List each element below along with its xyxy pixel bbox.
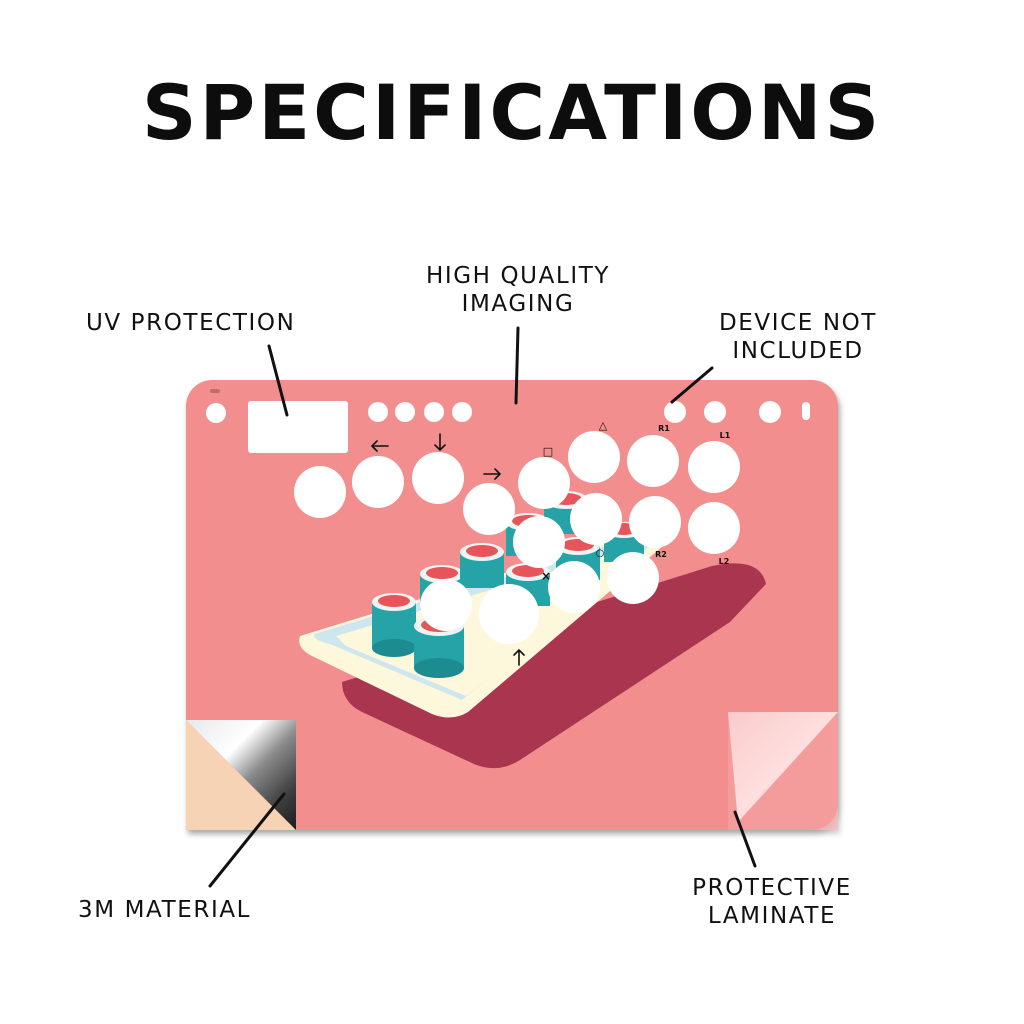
r1-button-label: R1 xyxy=(658,424,670,433)
direction-icons xyxy=(371,433,525,666)
down-arrow-icon xyxy=(434,433,446,451)
sushi-rolls xyxy=(372,491,644,678)
callout-protective-laminate-line1: PROTECTIVE xyxy=(692,875,852,901)
leader-uv-protection xyxy=(267,344,289,417)
laminate-peel xyxy=(728,712,838,822)
sushi-roll xyxy=(544,491,588,534)
callout-high-quality-imaging-line1: HIGH QUALITY xyxy=(425,263,611,289)
panel-notch xyxy=(210,389,220,393)
callout-3m-material: 3M MATERIAL xyxy=(78,897,252,923)
callout-device-not-included: DEVICE NOT INCLUDED xyxy=(700,309,896,365)
callout-device-not-included-line1: DEVICE NOT xyxy=(718,310,878,336)
peel-corner-metal xyxy=(186,720,296,830)
sushi-roll xyxy=(506,563,550,606)
callout-uv-protection: UV PROTECTION xyxy=(86,310,296,336)
l1-button-label: L1 xyxy=(720,431,731,440)
button-labels: □ △ R1 L1 ○ × R2 L2 xyxy=(541,419,731,583)
circle-button-label: ○ xyxy=(596,548,605,559)
sushi-roll xyxy=(420,565,464,610)
sushi-roll xyxy=(556,537,600,580)
callout-device-not-included-line2: INCLUDED xyxy=(732,338,864,364)
leader-3m-material xyxy=(208,792,286,888)
sushi-roll xyxy=(414,616,464,678)
callout-high-quality-imaging-line2: IMAGING xyxy=(461,291,575,317)
sushi-roll xyxy=(506,513,550,556)
triangle-button-label: △ xyxy=(599,419,608,432)
sushi-roll xyxy=(604,522,644,562)
leader-protective-laminate xyxy=(733,810,757,868)
leader-high-quality-imaging xyxy=(514,326,520,405)
callout-leaders xyxy=(208,326,757,888)
up-arrow-icon xyxy=(513,649,525,666)
r2-button-label: R2 xyxy=(655,550,667,559)
sushi-roll xyxy=(460,543,504,588)
callout-protective-laminate: PROTECTIVE LAMINATE xyxy=(672,874,872,930)
sushi-roll xyxy=(372,593,416,657)
leader-device-not-included xyxy=(670,366,714,404)
callout-high-quality-imaging: HIGH QUALITY IMAGING xyxy=(408,262,628,318)
square-button-label: □ xyxy=(543,445,553,458)
left-arrow-icon xyxy=(371,440,389,452)
page-title: SPECIFICATIONS xyxy=(141,68,883,157)
right-arrow-icon xyxy=(483,468,501,480)
cross-button-label: × xyxy=(541,569,551,583)
l2-button-label: L2 xyxy=(719,557,730,566)
callout-protective-laminate-line2: LAMINATE xyxy=(707,903,837,929)
